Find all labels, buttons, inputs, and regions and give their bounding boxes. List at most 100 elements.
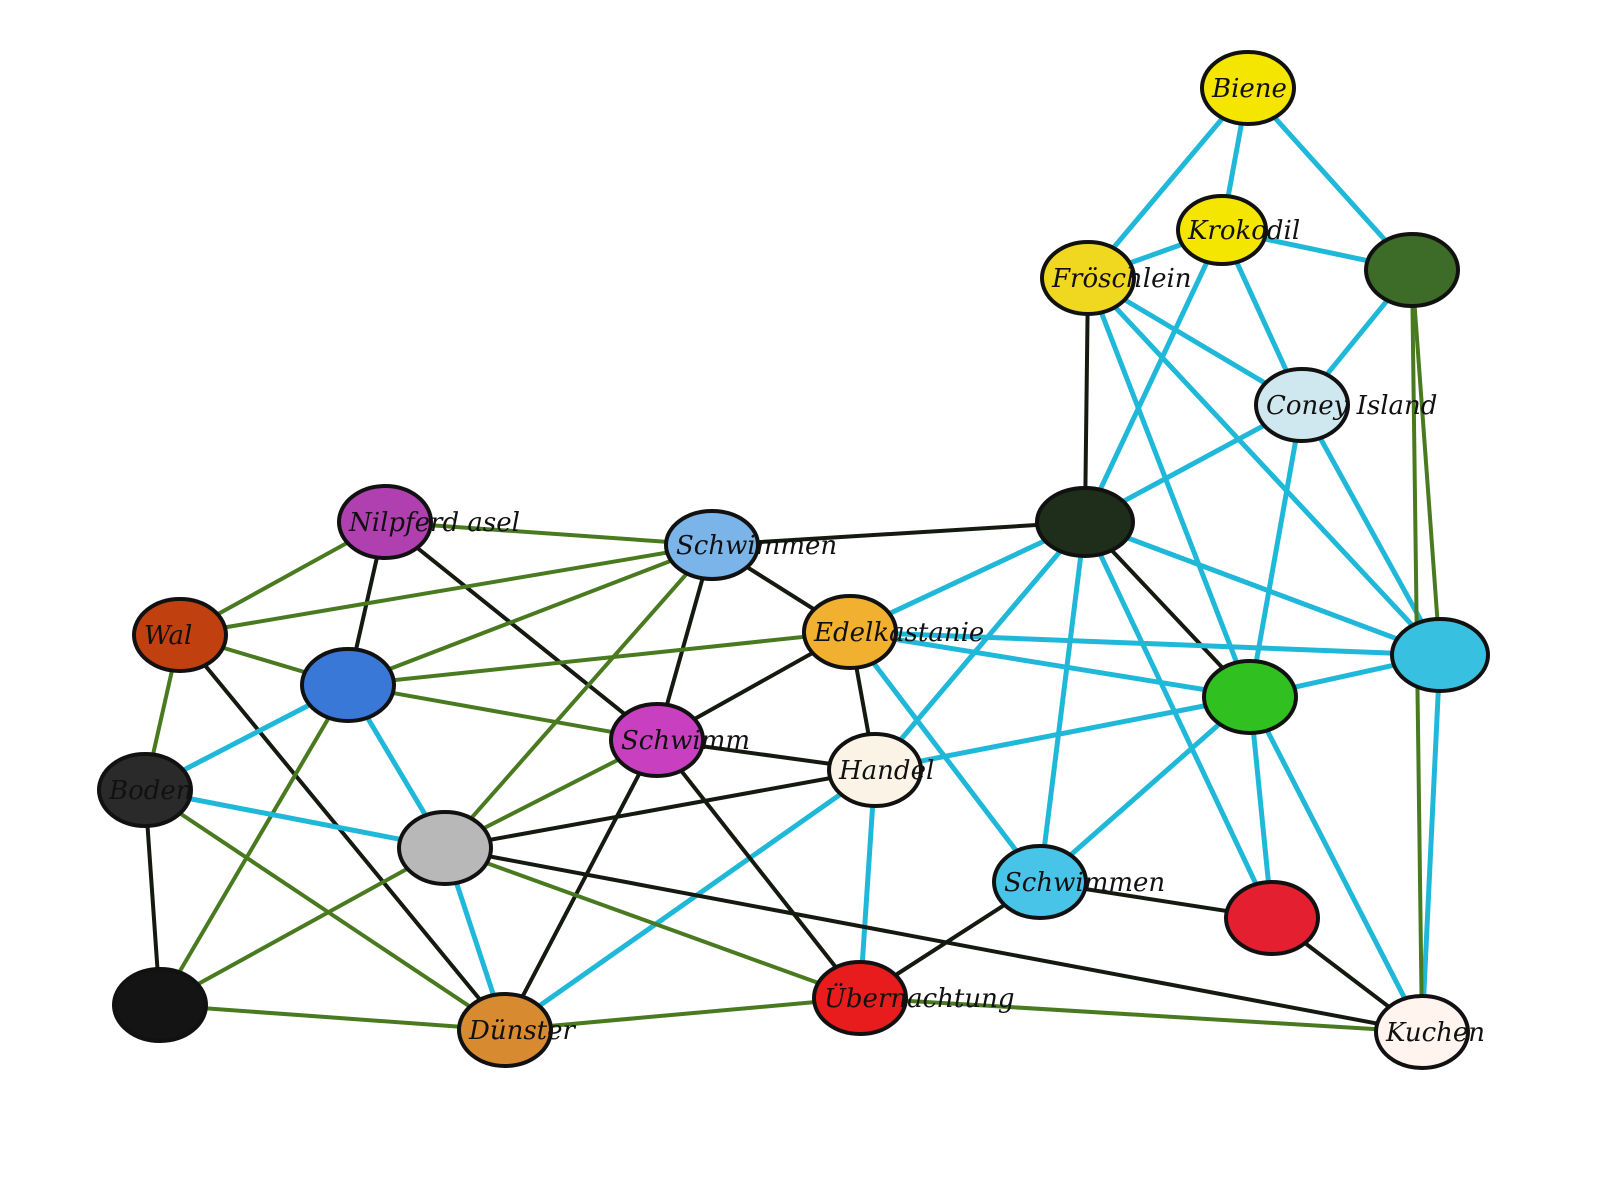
node-label: Biene: [1211, 74, 1287, 104]
edge-n11-n20: [655, 738, 862, 1000]
node-circle: [300, 647, 396, 723]
edge-n15-n11: [346, 683, 659, 742]
node-circle: [97, 752, 193, 828]
node-label: Wal: [144, 621, 192, 651]
node-n13: Nilpferd asel: [337, 484, 520, 560]
node-label: Boden: [108, 776, 193, 806]
edge-n13-n12: [383, 520, 714, 547]
edge-n10-n8: [872, 694, 1253, 773]
node-label: Schwimmen: [1004, 868, 1165, 898]
edge-n4-n7: [1410, 268, 1442, 657]
node-n4: [1364, 232, 1460, 308]
node-n9: Edelkastanie: [802, 594, 984, 670]
node-label: Schwimmen: [676, 531, 837, 561]
node-n17: [397, 810, 493, 886]
node-n15: [300, 647, 396, 723]
edge-n19-n20: [503, 996, 862, 1032]
node-label: Übernachtung: [824, 982, 1015, 1014]
edge-n11-n19: [503, 738, 659, 1032]
edge-n2-n6: [1082, 227, 1225, 525]
edge-n15-n18: [158, 683, 350, 1007]
node-n21: Schwimmen: [992, 844, 1165, 920]
node-n18: [112, 967, 208, 1043]
node-circle: [812, 960, 908, 1036]
edge-n6-n21: [1037, 519, 1088, 885]
node-n6: [1035, 486, 1135, 558]
node-circle: [1364, 232, 1460, 308]
node-n16: Boden: [97, 752, 193, 828]
edge-n17-n23: [443, 846, 1424, 1034]
node-n3: Fröschlein: [1040, 240, 1192, 316]
edge-n10-n20: [857, 767, 878, 1001]
node-circle: [827, 732, 923, 808]
edge-n12-n17: [443, 543, 714, 850]
edge-n8-n23: [1247, 694, 1425, 1035]
edge-n5-n8: [1247, 402, 1305, 700]
edge-n3-n6: [1083, 276, 1090, 524]
node-circle: [1254, 367, 1350, 443]
edge-n10-n17: [443, 768, 877, 850]
node-n23: Kuchen: [1374, 994, 1485, 1070]
edge-n16-n17: [142, 787, 448, 851]
node-circle: [664, 509, 760, 581]
node-label: Nilpferd asel: [348, 508, 520, 538]
edge-n12-n15: [346, 543, 714, 687]
node-n8: [1202, 659, 1298, 735]
node-circle: [337, 484, 433, 560]
node-circle: [992, 844, 1088, 920]
node-circle: [609, 702, 705, 778]
node-label: Handel: [838, 756, 934, 786]
edge-n18-n19: [158, 1003, 507, 1032]
edge-n7-n23: [1419, 652, 1443, 1035]
node-label: Krokodil: [1187, 216, 1300, 246]
node-circle: [1374, 994, 1470, 1070]
edge-n10-n19: [502, 767, 878, 1033]
node-label: Schwimm: [621, 726, 750, 756]
node-n22: [1224, 880, 1320, 956]
node-circle: [1176, 194, 1268, 266]
node-circle: [1202, 659, 1298, 735]
node-label: Fröschlein: [1051, 264, 1192, 294]
node-n20: Übernachtung: [812, 960, 1015, 1036]
node-label: Dünster: [468, 1016, 577, 1046]
edge-n6-n7: [1082, 519, 1443, 658]
node-n7: [1390, 617, 1490, 693]
node-n12: Schwimmen: [664, 509, 837, 581]
node-circle: [397, 810, 493, 886]
node-circle: [1200, 50, 1296, 126]
edge-n21-n8: [1037, 694, 1253, 885]
node-circle: [457, 992, 553, 1068]
edge-n9-n8: [847, 629, 1253, 700]
edge-n6-n10: [872, 519, 1088, 773]
node-circle: [802, 594, 898, 670]
edge-n17-n18: [158, 846, 447, 1007]
edge-n14-n19: [178, 633, 507, 1032]
node-n5: Coney Island: [1254, 367, 1437, 443]
node-n10: Handel: [827, 732, 934, 808]
node-circle: [1040, 240, 1136, 316]
node-label: Kuchen: [1385, 1018, 1485, 1048]
edge-n13-n11: [383, 520, 659, 742]
node-n11: Schwimm: [609, 702, 750, 778]
edge-n16-n19: [143, 788, 507, 1032]
edge-n6-n22: [1082, 519, 1275, 921]
node-n14: Wal: [132, 597, 228, 673]
edge-n15-n9: [346, 630, 852, 687]
node-label: Coney Island: [1266, 391, 1437, 421]
edge-n6-n12: [710, 520, 1087, 547]
node-n1: Biene: [1200, 50, 1296, 126]
node-circle: [112, 967, 208, 1043]
node-circle: [1390, 617, 1490, 693]
edge-n12-n14: [178, 543, 714, 637]
edge-n3-n7: [1085, 275, 1443, 658]
node-n19: Dünster: [457, 992, 577, 1068]
node-n2: Krokodil: [1176, 194, 1300, 266]
edge-n20-n23: [858, 996, 1424, 1034]
node-circle: [1224, 880, 1320, 956]
node-circle: [1035, 486, 1135, 558]
node-circle: [132, 597, 228, 673]
edge-n3-n8: [1085, 275, 1253, 700]
node-label: Edelkastanie: [813, 618, 984, 648]
